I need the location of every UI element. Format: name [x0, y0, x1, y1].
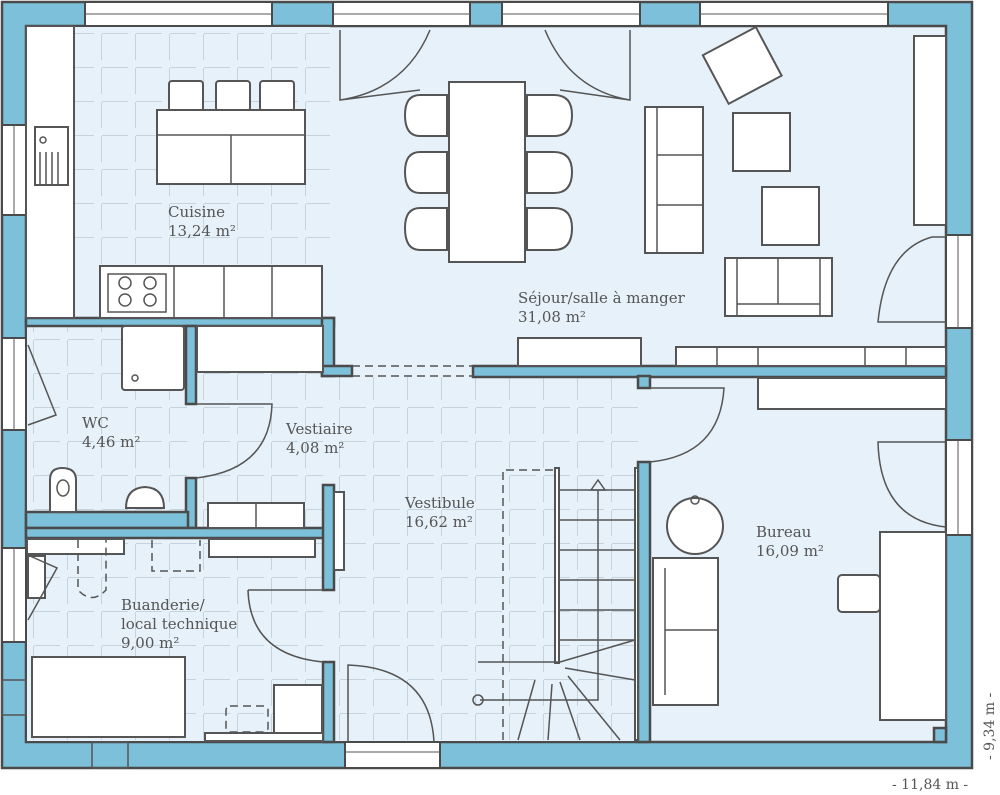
vestiaire-furniture: [196, 325, 345, 571]
depth-dimension: - 9,34 m -: [982, 692, 998, 760]
staircase: [247, 387, 725, 743]
living-furniture: [339, 25, 947, 367]
room-name-wc: WC: [82, 414, 109, 432]
room-area-cuisine: 13,24 m²: [168, 222, 236, 240]
room-name-vestiaire: Vestiaire: [285, 420, 353, 438]
vestibule-floor: [334, 377, 638, 741]
room-area-vestiaire: 4,08 m²: [286, 439, 344, 457]
room-name-buanderie-line2: local technique: [121, 615, 237, 633]
room-area-vestibule: 16,62 m²: [405, 513, 473, 531]
room-name-sejour: Séjour/salle à manger: [518, 289, 686, 307]
kitchen-furniture: [25, 25, 323, 319]
laundry-furniture: [26, 538, 324, 742]
windows: [1, 1, 973, 769]
width-dimension: - 11,84 m -: [892, 777, 968, 793]
room-name-bureau: Bureau: [756, 523, 812, 541]
room-name-vestibule: Vestibule: [404, 494, 475, 512]
wc-furniture: [27, 325, 273, 513]
room-area-sejour: 31,08 m²: [518, 308, 586, 326]
room-name-buanderie: Buanderie/: [121, 596, 206, 614]
office-furniture: [652, 377, 947, 721]
room-area-bureau: 16,09 m²: [756, 542, 824, 560]
room-area-buanderie: 9,00 m²: [121, 634, 179, 652]
room-name-cuisine: Cuisine: [168, 203, 225, 221]
room-area-wc: 4,46 m²: [82, 433, 140, 451]
